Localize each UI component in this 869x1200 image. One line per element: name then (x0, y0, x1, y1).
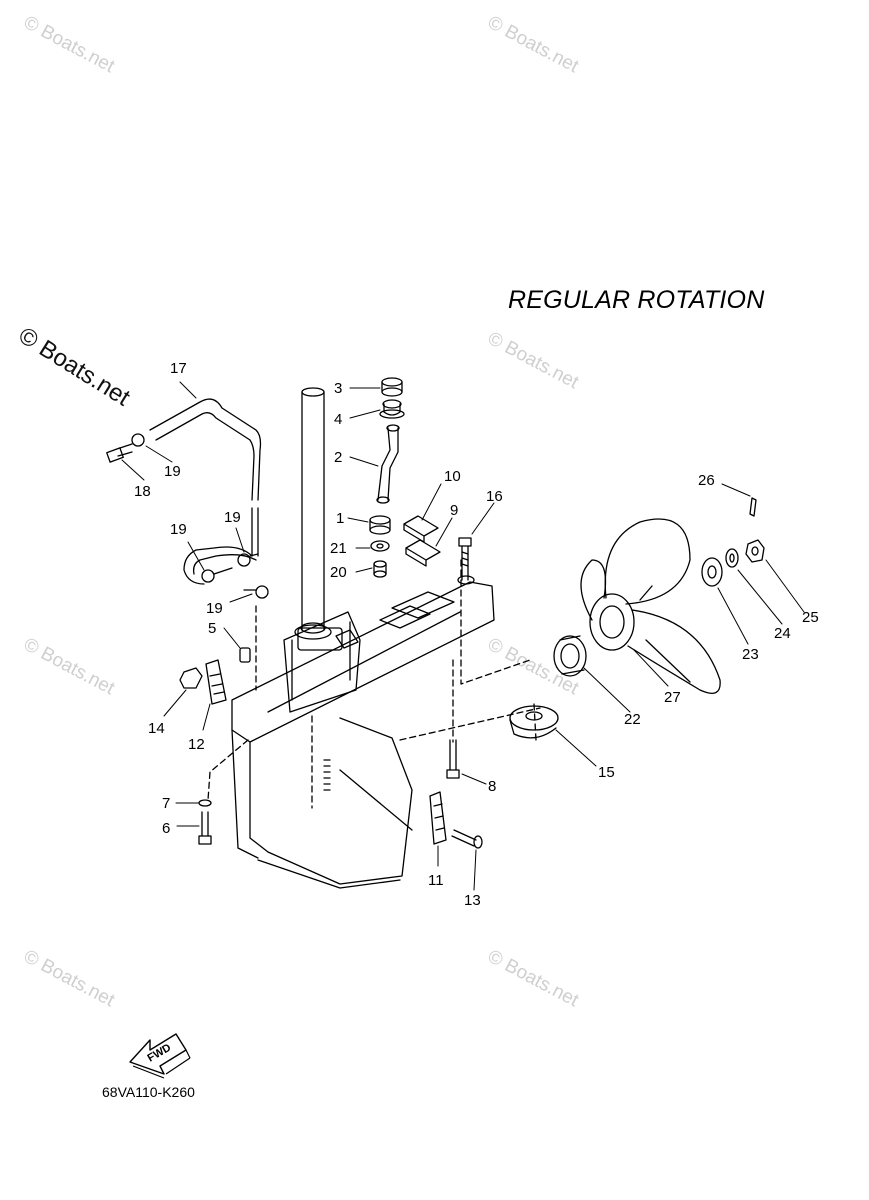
callout: 23 (742, 646, 759, 663)
callout: 21 (330, 540, 347, 557)
callout: 26 (698, 472, 715, 489)
callout: 14 (148, 720, 165, 737)
callout: 12 (188, 736, 205, 753)
callout: 20 (330, 564, 347, 581)
diagram-title: REGULAR ROTATION (508, 286, 765, 314)
callout: 19 (224, 509, 241, 526)
callout: 19 (206, 600, 223, 617)
washer-and-bolt (198, 799, 212, 845)
anode-group (179, 659, 227, 705)
callout: 8 (488, 778, 496, 795)
callout: 6 (162, 820, 170, 837)
callout: 16 (486, 488, 503, 505)
callout: 3 (334, 380, 342, 397)
callout: 1 (336, 510, 344, 527)
callout: 13 (464, 892, 481, 909)
callout: 2 (334, 449, 342, 466)
lower-casing (231, 575, 495, 889)
callout: 9 (450, 502, 458, 519)
callout: 4 (334, 411, 342, 428)
propeller (580, 518, 721, 694)
callout-labels: 3 4 2 1 21 20 10 9 16 5 17 19 18 19 19 1… (134, 360, 819, 909)
dowel-pin (239, 647, 251, 663)
callout: 15 (598, 764, 615, 781)
callout: 11 (428, 872, 444, 889)
thrust-washer (509, 705, 559, 739)
spacer (553, 635, 587, 677)
callout: 25 (802, 609, 819, 626)
callout: 7 (162, 795, 170, 812)
trim-tab-anode (429, 791, 483, 849)
callout: 22 (624, 711, 641, 728)
callout: 19 (164, 463, 181, 480)
grommet-stack (369, 377, 405, 578)
callout: 24 (774, 625, 791, 642)
callout: 27 (664, 689, 681, 706)
part-code: 68VA110-K260 (102, 1084, 195, 1100)
water-tube (149, 398, 262, 585)
callout: 10 (444, 468, 461, 485)
drive-shaft (301, 387, 325, 631)
fwd-arrow: FWD (129, 1033, 191, 1079)
prop-hardware (701, 497, 765, 587)
callout: 19 (170, 521, 187, 538)
seal-strips (403, 515, 441, 567)
leader-lines (121, 381, 805, 891)
callout: 18 (134, 483, 151, 500)
callout: 17 (170, 360, 187, 377)
callout: 5 (208, 620, 216, 637)
clip (106, 433, 269, 599)
bolt (446, 739, 460, 779)
bolt (458, 537, 472, 581)
locator-lines (207, 559, 541, 809)
